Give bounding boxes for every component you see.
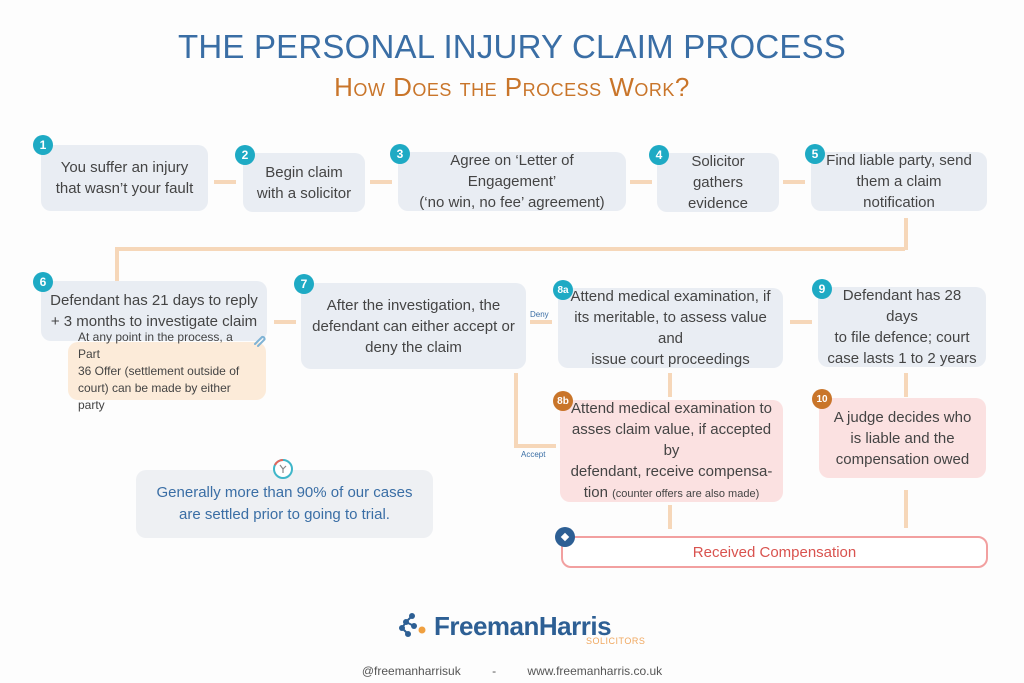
step-8b-box: Attend medical examination to asses clai… [560,400,783,502]
connector-7-accept-down [514,373,518,447]
step-10-text-1: A judge decides who [833,408,972,426]
step-2-text-1: Begin claim [265,163,343,181]
step-8b-text-4: tion [583,483,613,501]
step-3-box: Agree on ‘Letter of Engagement’ (‘no win,… [398,152,626,211]
step-1-box: You suffer an injury that wasn’t your fau… [41,145,208,211]
step-7-box: After the investigation, the defendant ca… [301,283,526,369]
connector-6-up [115,247,119,281]
step-7-badge: 7 [294,274,314,294]
accept-label: Accept [521,450,546,459]
diamond-icon [555,527,575,547]
connector-1-2 [214,180,236,184]
brand-tagline: SOLICITORS [586,636,646,646]
step-9-text-3: case lasts 1 to 2 years [827,350,977,367]
step-5-text-2: them a claim notification [856,173,942,211]
step-10-box: A judge decides who is liable and the comp… [819,398,986,478]
connector-8a-9 [790,320,812,324]
footer-separator: - [492,664,497,678]
step-3-text-2: (‘no win, no fee’ agreement) [419,194,605,211]
info-text-1: Generally more than 90% of our cases [156,484,413,501]
step-8a-text-1: Attend medical examination, if [570,288,771,305]
step-2-badge: 2 [235,145,255,165]
step-1-text-2: that wasn’t your fault [55,180,194,197]
received-compensation-box: Received Compensation [561,536,988,568]
step-9-box: Defendant has 28 days to file defence; co… [818,287,986,367]
step-5-text-1: Find liable party, send [826,152,972,169]
connector-accept-8b [514,444,556,448]
brand-name: FreemanHarris [434,611,612,641]
note-text-3: court) can be made by either party [78,380,231,412]
step-2-box: Begin claim with a solicitor [243,153,365,212]
twitter-handle-link[interactable]: @freemanharrisuk [361,664,461,678]
step-9-text-1: Defendant has 28 days [842,287,962,325]
paperclip-icon [254,335,266,347]
connector-7-8a [530,320,552,324]
connector-8a-8b [668,373,672,397]
connector-3-4 [630,180,652,184]
step-9-text-2: to file defence; court [834,329,970,346]
step-10-badge: 10 [812,389,832,409]
settlement-info-box: Generally more than 90% of our cases are … [136,470,433,538]
info-text-2: are settled prior to going to trial. [179,506,390,523]
footer: @freemanharrisuk - www.freemanharris.co.… [0,664,1024,678]
step-1-badge: 1 [33,135,53,155]
page-title: THE PERSONAL INJURY CLAIM PROCESS [178,28,846,65]
connector-4-5 [783,180,805,184]
step-10-text-2: is liable and the [850,429,955,447]
step-8a-text-3: issue court proceedings [591,351,750,368]
step-8a-box: Attend medical examination, if its merita… [558,288,783,368]
step-8a-text-2: its meritable, to assess value and [574,309,767,347]
note-text-1: At any point in the process, a Part [78,329,233,361]
step-6-box: Defendant has 21 days to reply + 3 months… [41,281,267,341]
connector-6-7 [274,320,296,324]
connector-8b-final [668,505,672,529]
logo-mark-icon [399,613,426,637]
deny-label: Deny [530,310,549,319]
step-1-text-1: You suffer an injury [60,159,189,176]
step-7-text-1: After the investigation, the [326,296,501,314]
step-8b-text-1: Attend medical examination to [571,399,772,417]
step-3-text-1: Agree on ‘Letter of Engagement’ [450,152,574,190]
step-4-badge: 4 [649,145,669,165]
step-8a-badge: 8a [553,280,573,300]
step-2-text-2: with a solicitor [256,184,352,202]
connector-wrap [115,247,905,251]
page-subtitle: How Does the Process Work? [334,72,690,102]
step-4-box: Solicitor gathers evidence [657,153,779,212]
step-9-badge: 9 [812,279,832,299]
step-10-text-3: compensation owed [835,450,970,468]
connector-9-10 [904,373,908,397]
step-4-text-1: Solicitor gathers [691,153,745,191]
connector-2-3 [370,180,392,184]
connector-10-final [904,490,908,528]
brand-logo: FreemanHarris [398,611,612,641]
step-8b-text-4-small: (counter offers are also made) [612,487,760,500]
step-5-badge: 5 [805,144,825,164]
step-4-text-2: evidence [687,195,749,212]
part36-note: At any point in the process, a Part 36 Of… [68,330,266,412]
connector-5-down [904,218,908,250]
step-8b-text-2: asses claim value, if accepted by [571,420,772,459]
step-6-text-2: + 3 months to investigate claim [50,313,258,330]
website-link[interactable]: www.freemanharris.co.uk [527,664,663,678]
step-6-badge: 6 [33,272,53,292]
step-3-badge: 3 [390,144,410,164]
note-text-2: 36 Offer (settlement outside of [78,363,240,378]
step-8b-badge: 8b [553,391,573,411]
step-7-text-2: defendant can either accept or [312,317,515,335]
clock-icon [273,459,293,479]
step-5-box: Find liable party, send them a claim noti… [811,152,987,211]
step-6-text-1: Defendant has 21 days to reply [50,292,258,309]
step-8b-text-3: defendant, receive compensa- [570,462,773,480]
step-7-text-3: deny the claim [365,338,462,356]
